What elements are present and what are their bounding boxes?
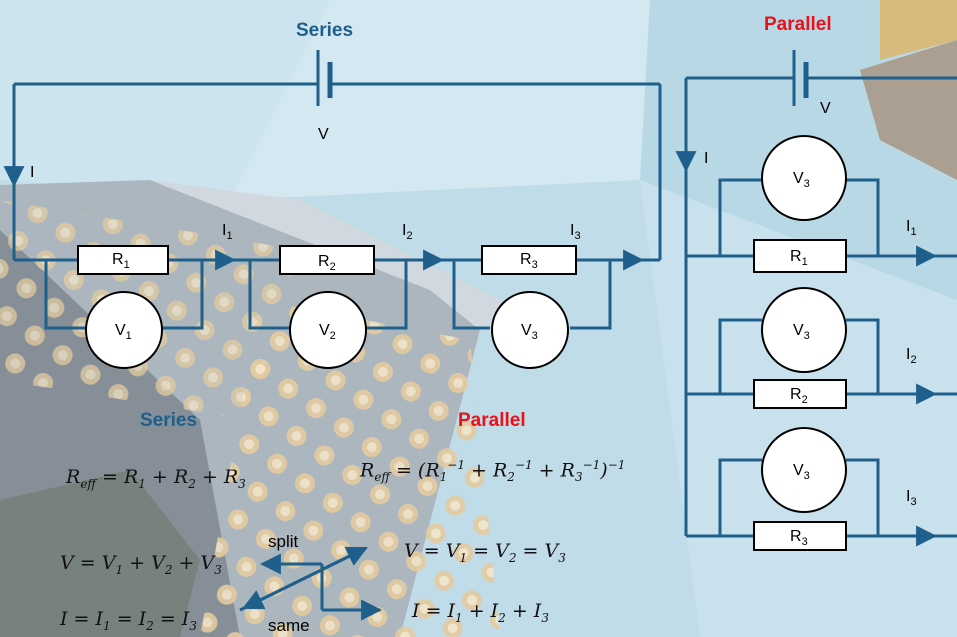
parallel-voltmeter-2 [761,287,847,373]
parallel-resistor-1 [753,239,847,273]
series-voltmeter-3 [491,291,569,369]
parallel-voltmeter-3-label: V3 [793,462,810,482]
parallel-resistor-2-label: R2 [790,386,808,406]
parallel-title: Parallel [764,14,832,35]
series-voltmeter-3-label: V3 [521,322,538,342]
series-title: Series [296,20,354,41]
parallel-equations-title: Parallel [458,410,526,431]
series-resistor-3 [481,245,577,275]
series-current-equation: I = I1 = I2 = I3 [60,608,197,633]
series-equations-title: Series [140,410,198,431]
series-reff-equation: Reff = R1 + R2 + R3 [66,466,246,491]
parallel-current-equation: I = I1 + I2 + I3 [412,600,549,625]
series-resistor-1-label: R1 [112,251,130,271]
series-resistor-2-label: R2 [318,253,336,273]
same-label: same [268,616,310,635]
parallel-voltage-equation: V = V1 = V2 = V3 [404,540,566,565]
series-voltmeter-2-label: V2 [319,322,336,342]
series-resistor-2 [279,245,375,275]
parallel-current-label: I [704,150,709,167]
parallel-resistor-3 [753,521,847,551]
series-current-3-label: I3 [570,222,581,242]
parallel-current-1-label: I1 [906,218,917,238]
series-current-1-label: I1 [222,222,233,242]
series-battery-symbol [316,50,333,106]
parallel-current-3-label: I3 [906,488,917,508]
parallel-voltmeter-2-label: V3 [793,322,810,342]
series-voltmeter-1 [85,291,163,369]
series-current-label: I [30,164,35,181]
parallel-reff-equation: Reff = (R1−1 + R2−1 + R3−1)−1 [360,458,626,485]
parallel-voltmeter-1-label: V3 [793,170,810,190]
parallel-voltmeter-1 [761,135,847,221]
parallel-voltmeter-3 [761,427,847,513]
series-resistor-3-label: R3 [520,251,538,271]
parallel-resistor-3-label: R3 [790,528,808,548]
split-label: split [268,532,299,551]
series-source-label: V [318,126,329,143]
split-same-arrows [239,546,383,621]
parallel-resistor-1-label: R1 [790,248,808,268]
parallel-current-2-label: I2 [906,346,917,366]
series-voltmeter-1-label: V1 [115,322,132,342]
series-voltage-equation: V = V1 + V2 + V3 [60,552,222,577]
series-wire [12,82,662,330]
parallel-source-label: V [820,100,831,117]
series-resistor-1 [77,245,169,275]
series-voltmeter-2 [289,291,367,369]
series-current-2-label: I2 [402,222,413,242]
parallel-battery-symbol [792,50,809,106]
parallel-resistor-2 [753,379,847,409]
